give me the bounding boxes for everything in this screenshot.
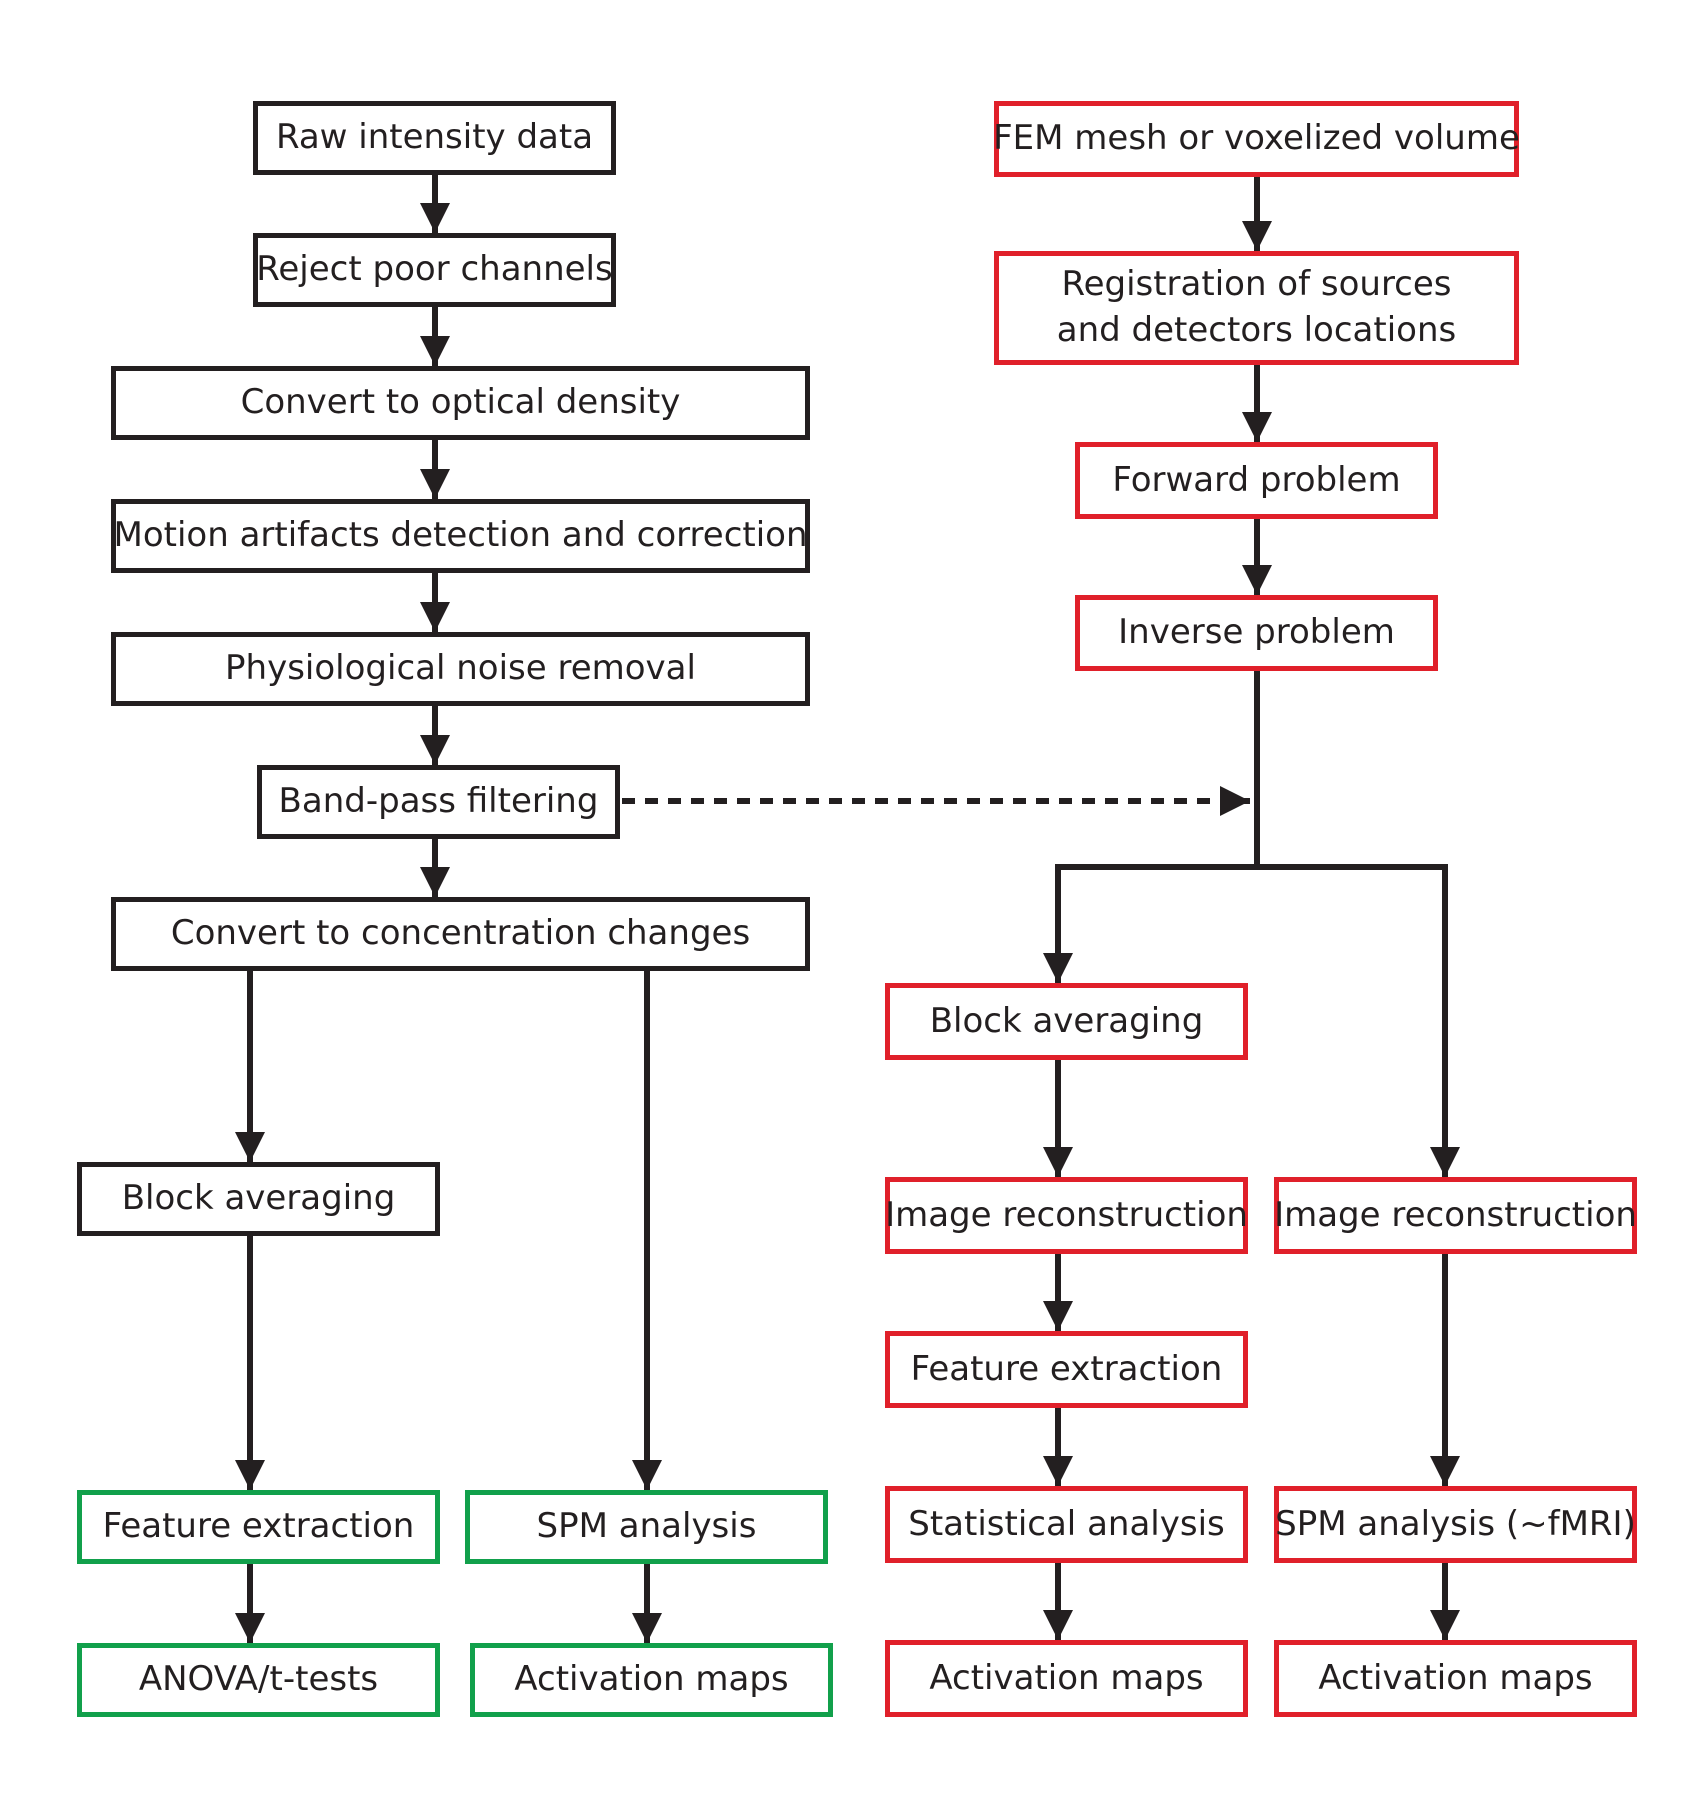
box-statistical-analysis: Statistical analysis [885, 1486, 1248, 1563]
box-fem-mesh: FEM mesh or voxelized volume [993, 101, 1520, 177]
box-convert-concentration-changes: Convert to concentration changes [111, 897, 810, 971]
arrow-trunk-to-recon-b [1257, 864, 1460, 1177]
box-block-averaging-right: Block averaging [885, 983, 1248, 1060]
box-physiological-noise-removal: Physiological noise removal [111, 632, 810, 706]
arrow-trunk-to-block [1043, 864, 1257, 983]
box-motion-artifacts: Motion artifacts detection and correctio… [111, 499, 810, 573]
box-reject-poor-channels: Reject poor channels [253, 233, 616, 307]
box-band-pass-filtering: Band-pass filtering [257, 765, 620, 839]
box-activation-maps-b: Activation maps [1274, 1640, 1637, 1717]
box-forward-problem: Forward problem [1075, 442, 1438, 519]
box-image-reconstruction-b: Image reconstruction [1274, 1177, 1637, 1254]
box-block-averaging-left: Block averaging [77, 1162, 440, 1236]
box-inverse-problem: Inverse problem [1075, 595, 1438, 671]
box-feature-extraction-right: Feature extraction [885, 1331, 1248, 1408]
box-anova-t-tests: ANOVA/t-tests [77, 1643, 440, 1717]
box-image-reconstruction-a: Image reconstruction [885, 1177, 1248, 1254]
box-raw-intensity-data: Raw intensity data [253, 101, 616, 175]
box-convert-optical-density: Convert to optical density [111, 366, 810, 440]
box-activation-maps-left: Activation maps [470, 1643, 833, 1717]
box-registration: Registration of sources and detectors lo… [994, 251, 1519, 365]
box-activation-maps-a: Activation maps [885, 1640, 1248, 1717]
box-feature-extraction-left: Feature extraction [77, 1490, 440, 1564]
box-spm-analysis-left: SPM analysis [465, 1490, 828, 1564]
box-spm-analysis-fmri: SPM analysis (~fMRI) [1274, 1486, 1637, 1563]
